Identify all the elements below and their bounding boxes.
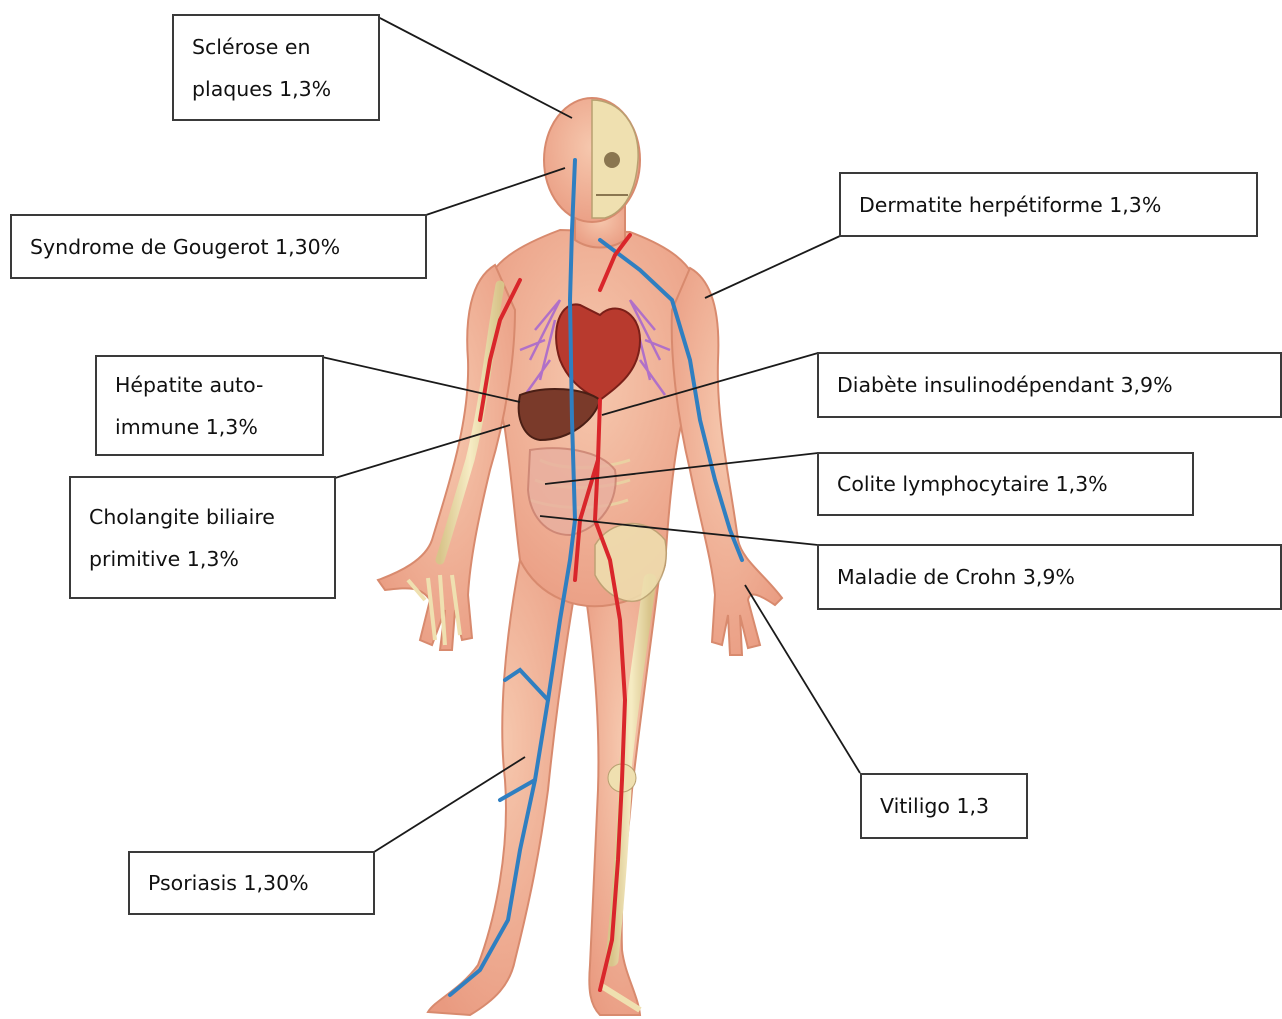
label-syndrome-de-gougerot: Syndrome de Gougerot 1,30% — [10, 214, 427, 279]
leader-sclerose — [378, 17, 572, 118]
label-psoriasis: Psoriasis 1,30% — [128, 851, 375, 915]
label-colite-lymphocytaire: Colite lymphocytaire 1,3% — [817, 452, 1194, 516]
label-sclerose-line2: plaques 1,3% — [192, 68, 331, 110]
label-crohn-text: Maladie de Crohn 3,9% — [837, 556, 1075, 598]
label-cholangite-line2: primitive 1,3% — [89, 538, 275, 580]
leader-vitiligo — [745, 585, 860, 773]
label-maladie-de-crohn: Maladie de Crohn 3,9% — [817, 544, 1282, 610]
left-arm — [672, 268, 782, 655]
label-cholangite-biliaire-primitive: Cholangite biliaire primitive 1,3% — [69, 476, 336, 599]
human-body — [378, 98, 782, 1015]
label-vitiligo-text: Vitiligo 1,3 — [880, 785, 989, 827]
label-sclerose-line1: Sclérose en — [192, 26, 331, 68]
leader-gougerot — [426, 168, 565, 215]
label-colite-text: Colite lymphocytaire 1,3% — [837, 463, 1108, 505]
label-diabete-insulinodependant: Diabète insulinodépendant 3,9% — [817, 352, 1282, 418]
label-vitiligo: Vitiligo 1,3 — [860, 773, 1028, 839]
label-cholangite-line1: Cholangite biliaire — [89, 496, 275, 538]
label-hepatite-line2: immune 1,3% — [115, 406, 263, 448]
label-hepatite-line1: Hépatite auto- — [115, 364, 263, 406]
label-sclerose-en-plaques: Sclérose en plaques 1,3% — [172, 14, 380, 121]
label-gougerot-text: Syndrome de Gougerot 1,30% — [30, 226, 340, 268]
label-psoriasis-text: Psoriasis 1,30% — [148, 862, 309, 904]
label-hepatite-auto-immune: Hépatite auto- immune 1,3% — [95, 355, 324, 456]
label-diabete-text: Diabète insulinodépendant 3,9% — [837, 364, 1173, 406]
leader-psoriasis — [374, 757, 525, 852]
label-dermatite-text: Dermatite herpétiforme 1,3% — [859, 184, 1161, 226]
label-dermatite-herpetiforme: Dermatite herpétiforme 1,3% — [839, 172, 1258, 237]
leader-dermatite — [705, 236, 840, 298]
